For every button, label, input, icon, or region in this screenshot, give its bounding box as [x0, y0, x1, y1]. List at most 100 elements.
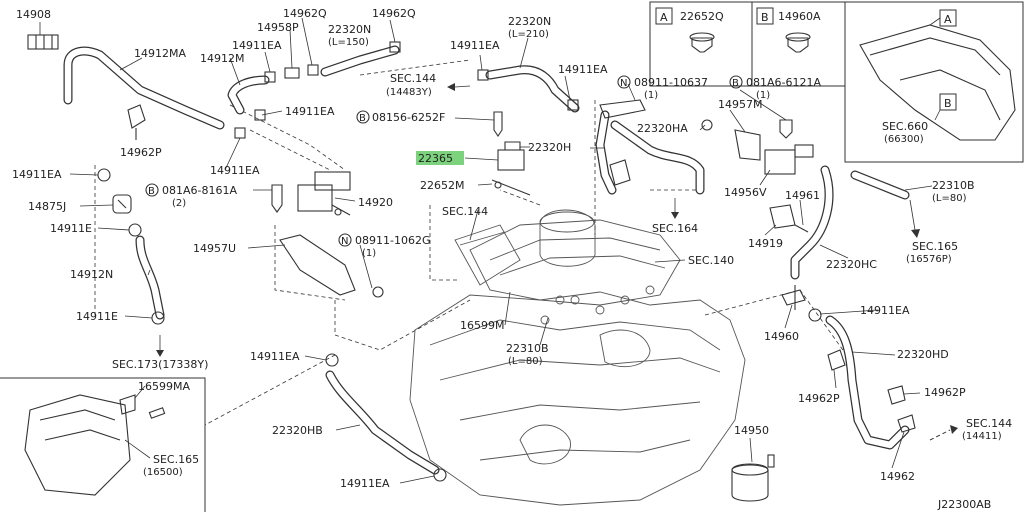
label-14919: 14919: [748, 237, 783, 250]
label-14956V: 14956V: [724, 186, 767, 199]
label-14911EA-7: 14911EA: [250, 350, 300, 363]
label-22320N-a-len: (L=150): [328, 37, 369, 48]
hose-14912M[interactable]: [227, 75, 270, 115]
clamp-14962[interactable]: [808, 308, 916, 433]
clip-14908[interactable]: [27, 34, 59, 50]
label-14957M: 14957M: [718, 98, 762, 111]
label-sec660-ref: (66300): [884, 134, 924, 145]
label-14962P-a: 14962P: [120, 146, 162, 159]
label-081A6-6121A-qty: (1): [756, 90, 770, 101]
hose-22320N-b[interactable]: [485, 65, 580, 113]
label-081A6-8161A-qty: (2): [172, 198, 186, 209]
hose-14912MA[interactable]: [63, 46, 225, 130]
bracket-14919[interactable]: [769, 204, 809, 233]
drawing-code: J22300AB: [937, 498, 991, 511]
label-08911-10637-qty: (1): [644, 90, 658, 101]
label-sec144-c-ref: (14411): [962, 431, 1002, 442]
part-labels: 14908 14912MA 14958P 14962Q 22320N (L=15…: [12, 7, 1012, 511]
label-14911E-a: 14911E: [50, 222, 92, 235]
nut-prefix-2: N: [620, 78, 627, 89]
label-sec660: SEC.660: [882, 120, 928, 133]
bolt-081A6-6121A[interactable]: [779, 119, 793, 139]
solenoid-14956V[interactable]: [734, 129, 814, 175]
hose-22320HA[interactable]: [610, 120, 705, 195]
inset-box-tank: [0, 377, 206, 512]
label-14957U: 14957U: [193, 242, 236, 255]
label-sec144-a: SEC.144: [390, 72, 436, 85]
engine-block-drawing: [409, 209, 746, 506]
label-14962: 14962: [880, 470, 915, 483]
label-14912M: 14912M: [200, 52, 244, 65]
arrow-sec144-a: [447, 83, 471, 91]
arrow-sec144-c: [929, 425, 958, 441]
label-detail-b: B: [944, 97, 952, 110]
clip-22652Q[interactable]: [689, 32, 715, 53]
label-14912MA: 14912MA: [134, 47, 186, 60]
hose-22320H[interactable]: [595, 110, 617, 195]
label-14911EA-3: 14911EA: [558, 63, 608, 76]
hose-22320HB[interactable]: [325, 370, 440, 475]
arrow-sec173: [156, 335, 164, 357]
label-14911EA-2: 14911EA: [450, 39, 500, 52]
label-sec140: SEC.140: [688, 254, 734, 267]
sensor-22365[interactable]: [491, 141, 531, 196]
label-22652M: 22652M: [420, 179, 464, 192]
label-14962Q-b: 14962Q: [372, 7, 416, 20]
highlight-22365: [416, 151, 464, 165]
hose-22320HD[interactable]: [825, 315, 910, 450]
filter-14950[interactable]: [731, 454, 775, 502]
label-16599M: 16599M: [460, 319, 504, 332]
label-14908: 14908: [16, 8, 51, 21]
clip-14960A[interactable]: [785, 32, 811, 53]
label-081A6-6121A: 081A6-6121A: [746, 76, 821, 89]
label-14911EA-4: 14911EA: [285, 105, 335, 118]
pipe-bundle[interactable]: [599, 99, 646, 186]
clip-14962P-upper[interactable]: [127, 104, 146, 140]
bolt-symbol-2: [145, 183, 159, 197]
hose-22320N-a[interactable]: [320, 45, 400, 77]
bolt-symbol-1: [356, 110, 370, 124]
label-14958P: 14958P: [257, 21, 299, 34]
bolt-081A6-8161A[interactable]: [271, 184, 283, 213]
nut-symbol-1: [338, 233, 352, 247]
label-22320N-b-len: (L=210): [508, 29, 549, 40]
label-box-a: A: [660, 11, 668, 24]
label-22365: 22365: [418, 152, 453, 165]
bracket-14957U[interactable]: [279, 234, 384, 298]
label-sec144-c: SEC.144: [966, 417, 1012, 430]
label-14960: 14960: [764, 330, 799, 343]
leader-lines: [39, 17, 933, 484]
label-22320H: 22320H: [528, 141, 571, 154]
label-08911-1062G: 08911-1062G: [355, 234, 430, 247]
label-081A6-8161A: 081A6-8161A: [162, 184, 237, 197]
label-22320HD: 22320HD: [897, 348, 949, 361]
label-14962P-b: 14962P: [924, 386, 966, 399]
hose-22320HC[interactable]: [790, 165, 834, 280]
label-sec173: SEC.173(17338Y): [112, 358, 208, 371]
label-sec165-a: SEC.165: [153, 453, 199, 466]
label-08156-6252F: 08156-6252F: [372, 111, 445, 124]
label-sec164: SEC.164: [652, 222, 698, 235]
bolt-prefix-2: B: [148, 186, 155, 197]
clip-14962P-right[interactable]: [827, 349, 906, 405]
label-14911EA-6: 14911EA: [210, 164, 260, 177]
label-14950: 14950: [734, 424, 769, 437]
fitting-14960[interactable]: [781, 285, 806, 310]
arrow-sec165-b: [909, 199, 920, 238]
connector-14875J[interactable]: [112, 194, 132, 214]
check-valve-14958P[interactable]: [284, 67, 300, 79]
label-14911EA-9: 14911EA: [860, 304, 910, 317]
bolt-08156-6252F[interactable]: [493, 111, 503, 137]
nut-prefix-1: N: [341, 236, 348, 247]
bolt-symbol-3: [729, 75, 743, 89]
inset-box-cover: [844, 1, 1024, 163]
hose-22310B-b[interactable]: [850, 170, 910, 200]
label-sec165-b: SEC.165: [912, 240, 958, 253]
solenoid-valve-14920[interactable]: [297, 171, 351, 216]
bolt-prefix-1: B: [359, 113, 366, 124]
label-14875J: 14875J: [28, 200, 66, 213]
label-14911EA-1: 14911EA: [232, 39, 282, 52]
hose-14912N[interactable]: [135, 235, 165, 320]
nut-08911-10637[interactable]: [701, 119, 713, 131]
